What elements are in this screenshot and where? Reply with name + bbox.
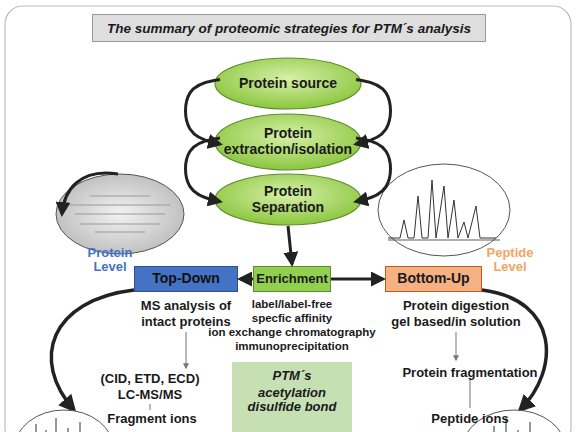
process-box: Enrichment	[253, 266, 331, 292]
process-box: Top-Down	[134, 266, 238, 292]
flow-arrow	[240, 278, 253, 281]
annotation-text: immunoprecipitation	[182, 340, 402, 353]
process-ellipse: Protein source	[214, 57, 362, 110]
annotation-text: ion exchange chromatography	[182, 326, 402, 339]
flow-arrow	[186, 80, 221, 145]
flow-arrow	[356, 80, 391, 145]
leader-line	[150, 404, 151, 410]
flow-arrow	[62, 173, 118, 214]
node-label: Protein extraction/isolation	[214, 126, 362, 157]
flow-arrow	[356, 138, 391, 202]
process-box: PTM´s acetylation disulfide bond	[232, 362, 352, 432]
level-heading: Peptide Level	[484, 246, 536, 275]
flow-arrow	[288, 226, 292, 264]
node-label: Top-Down	[152, 271, 219, 287]
leader-arrow	[456, 332, 457, 360]
node-body: acetylation disulfide bond	[237, 386, 347, 415]
level-heading: Protein Level	[85, 246, 135, 275]
annotation-text: specfic affinity	[182, 312, 402, 325]
leader-arrow	[186, 332, 187, 368]
node-label: Protein Separation	[243, 184, 333, 215]
title-text: The summary of proteomic strategies for …	[107, 21, 471, 36]
annotation-text: LC-MS/MS	[40, 388, 260, 402]
spacer	[372, 175, 393, 196]
annotation-text: Peptide ions	[360, 412, 576, 426]
spectrum-image	[14, 410, 114, 432]
flow-arrow	[331, 278, 383, 281]
annotation-text: Fragment ions	[42, 412, 262, 426]
process-box: Bottom-Up	[385, 266, 482, 292]
annotation-text: Protein digestion	[346, 299, 566, 313]
gel-image	[56, 174, 184, 254]
chromatogram-image	[378, 164, 510, 256]
process-ellipse: Protein extraction/isolation	[214, 113, 362, 171]
annotation-text: (CID, ETD, ECD)	[40, 372, 260, 386]
annotation-text: label/label-free	[182, 298, 402, 311]
annotation-text: Protein fragmentation	[360, 366, 576, 380]
node-label: Enrichment	[256, 272, 328, 287]
leader-line	[470, 380, 471, 408]
node-label: PTM´s	[273, 369, 312, 384]
node-label: Protein source	[239, 76, 337, 92]
node-label: Bottom-Up	[397, 271, 469, 287]
process-ellipse: Protein Separation	[214, 173, 362, 226]
flow-arrow	[186, 138, 221, 202]
annotation-text: gel based/in solution	[346, 315, 566, 329]
title-box: The summary of proteomic strategies for …	[92, 14, 486, 42]
